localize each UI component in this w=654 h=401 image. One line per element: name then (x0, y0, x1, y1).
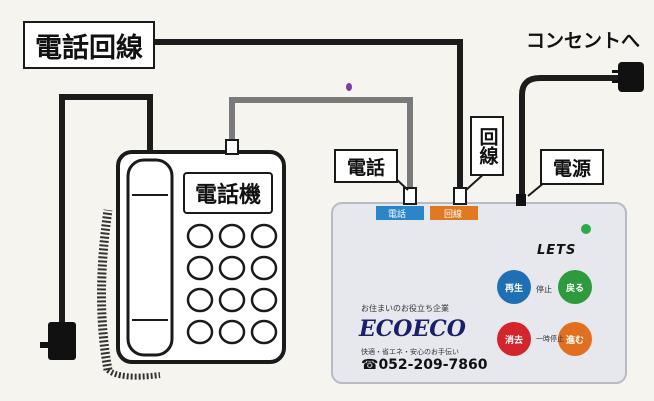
logo: ECOECO (359, 316, 466, 342)
outlet-plug (612, 62, 644, 92)
marker-dot (346, 83, 352, 91)
side-note-pause: 一時停止 (536, 335, 564, 343)
power-cable (519, 75, 618, 198)
phone-left-cable (59, 94, 153, 322)
jack-phone-label: 電話 (388, 210, 407, 220)
phone-to-adapter-cable (229, 97, 413, 190)
status-led (581, 224, 591, 234)
line-cable (95, 39, 463, 190)
brand-name: LETS (537, 243, 577, 258)
forward-button[interactable]: 進む (558, 322, 592, 356)
label-power: 電源 (540, 149, 604, 185)
coiled-cord (97, 209, 161, 380)
side-note-stop: 停止 (536, 285, 552, 294)
adapter-device (331, 187, 627, 384)
delete-button[interactable]: 消去 (497, 322, 531, 356)
label-line-port: 回線 (470, 116, 504, 176)
label-phone-body: 電話機 (183, 172, 273, 214)
label-phone-line: 電話回線 (23, 21, 155, 69)
back-button[interactable]: 戻る (558, 270, 592, 304)
label-outlet: コンセントへ (526, 30, 641, 52)
tagline: 快適・省エネ・安心のお手伝い (361, 348, 459, 356)
label-phone-port: 電話 (334, 149, 398, 183)
wall-jack-plug (40, 322, 76, 360)
label-line-port-text: 回線 (476, 127, 499, 165)
company-phone: ☎052-209-7860 (361, 357, 488, 373)
jack-line-label: 回線 (444, 210, 463, 220)
company-small: お住まいのお役立ち企業 (361, 304, 449, 313)
play-button[interactable]: 再生 (497, 270, 531, 304)
